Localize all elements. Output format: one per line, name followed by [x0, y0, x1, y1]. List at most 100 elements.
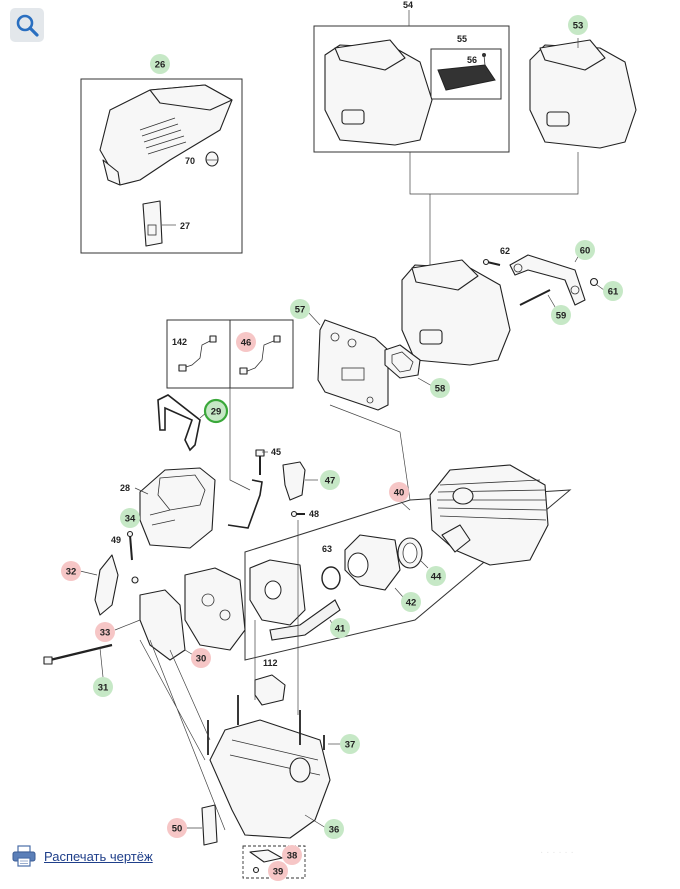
svg-text:42: 42 [406, 598, 417, 609]
cylinder-cover-54-part [324, 39, 433, 146]
callout-30[interactable]: 30 [191, 648, 211, 668]
group-frame-54 [313, 25, 510, 153]
callout-26[interactable]: 26 [150, 54, 170, 74]
callout-41[interactable]: 41 [330, 618, 350, 638]
callout-61[interactable]: 61 [603, 281, 623, 301]
callout-50[interactable]: 50 [167, 818, 187, 838]
label-28[interactable]: 28 [120, 483, 130, 493]
label-48[interactable]: 48 [309, 509, 319, 519]
cylinder-part-40 [429, 464, 549, 566]
svg-text:33: 33 [100, 628, 111, 639]
callout-58[interactable]: 58 [430, 378, 450, 398]
svg-text:53: 53 [573, 21, 584, 32]
svg-text:29: 29 [211, 407, 222, 418]
svg-text:36: 36 [329, 825, 340, 836]
svg-text:26: 26 [155, 60, 166, 71]
ring-part-63 [321, 566, 341, 590]
gasket-part-44 [397, 537, 423, 569]
callout-46[interactable]: 46 [236, 332, 256, 352]
filter-part-56 [437, 53, 496, 91]
svg-text:37: 37 [345, 740, 356, 751]
label-49[interactable]: 49 [111, 535, 121, 545]
throttle-part-30 [139, 589, 186, 661]
zoom-button[interactable] [10, 8, 44, 42]
label-54[interactable]: 54 [403, 0, 413, 10]
carburetor-part [184, 567, 246, 651]
label-63[interactable]: 63 [322, 544, 332, 554]
screw-part-45 [255, 449, 265, 475]
cylinder-cover-part [99, 84, 233, 186]
group-frame-55 [430, 48, 502, 100]
bracket-part-47 [282, 461, 306, 501]
magnifier-icon [16, 14, 39, 37]
svg-text:34: 34 [125, 514, 136, 525]
carburetor-holder-part [249, 559, 306, 626]
air-filter-part-28 [139, 467, 216, 549]
screw-part-39 [252, 866, 260, 874]
cylinder-cover-53-part [529, 39, 637, 149]
screw-part-49 [126, 530, 134, 561]
label-142[interactable]: 142 [172, 337, 187, 347]
label-62[interactable]: 62 [500, 246, 510, 256]
label-112[interactable]: 112 [263, 658, 278, 668]
intake-manifold-part-42 [344, 534, 401, 591]
svg-text:38: 38 [287, 851, 298, 862]
callout-32[interactable]: 32 [61, 561, 81, 581]
washer-part-34 [131, 576, 139, 584]
callout-59[interactable]: 59 [551, 305, 571, 325]
gasket-part-58 [384, 344, 421, 379]
callout-33[interactable]: 33 [95, 622, 115, 642]
callout-44[interactable]: 44 [426, 566, 446, 586]
callout-40[interactable]: 40 [389, 482, 409, 502]
svg-text:31: 31 [98, 683, 109, 694]
callout-37[interactable]: 37 [340, 734, 360, 754]
callout-38[interactable]: 38 [282, 845, 302, 865]
nut-part-61 [589, 277, 599, 287]
cylinder-cover-assembly-part [401, 259, 511, 366]
label-70[interactable]: 70 [185, 156, 195, 166]
callout-60[interactable]: 60 [575, 240, 595, 260]
print-drawing-link[interactable]: Распечать чертёж [12, 842, 153, 870]
callout-31[interactable]: 31 [93, 677, 113, 697]
callout-47[interactable]: 47 [320, 470, 340, 490]
svg-text:40: 40 [394, 488, 405, 499]
spring-part-29 [157, 394, 201, 452]
label-plate-part-50 [201, 804, 218, 846]
print-drawing-label[interactable]: Распечать чертёж [44, 848, 153, 864]
label-27[interactable]: 27 [180, 221, 190, 231]
svg-text:57: 57 [295, 305, 306, 316]
callout-57[interactable]: 57 [290, 299, 310, 319]
screw-part-62 [482, 258, 501, 266]
svg-text:30: 30 [196, 654, 207, 665]
gasket-part-57 [317, 319, 389, 411]
svg-text:60: 60 [580, 246, 591, 257]
group-frame-26 [80, 78, 243, 254]
bracket-part-60 [509, 254, 586, 306]
svg-text:47: 47 [325, 476, 336, 487]
label-45[interactable]: 45 [271, 447, 281, 457]
wire-part-142 [178, 335, 217, 372]
plate-part-38 [249, 849, 283, 863]
svg-text:32: 32 [66, 567, 77, 578]
svg-text:61: 61 [608, 287, 619, 298]
svg-text:46: 46 [241, 338, 252, 349]
callout-34[interactable]: 34 [120, 508, 140, 528]
svg-text:41: 41 [335, 624, 346, 635]
svg-text:50: 50 [172, 824, 183, 835]
svg-text:44: 44 [431, 572, 442, 583]
label-56[interactable]: 56 [467, 55, 477, 65]
bolt-part-31 [43, 643, 113, 665]
pipe-part-41 [269, 599, 341, 641]
watermark: · · · · · · [540, 847, 574, 858]
callout-42[interactable]: 42 [401, 592, 421, 612]
callout-53[interactable]: 53 [568, 15, 588, 35]
callout-39[interactable]: 39 [268, 861, 288, 881]
tank-housing-part-36 [209, 719, 331, 839]
label-55[interactable]: 55 [457, 34, 467, 44]
lever-part-32 [94, 554, 119, 616]
plate-part-27 [142, 200, 163, 247]
screw-part-59 [519, 289, 551, 306]
callout-36[interactable]: 36 [324, 819, 344, 839]
callout-29[interactable]: 29 [203, 398, 229, 424]
